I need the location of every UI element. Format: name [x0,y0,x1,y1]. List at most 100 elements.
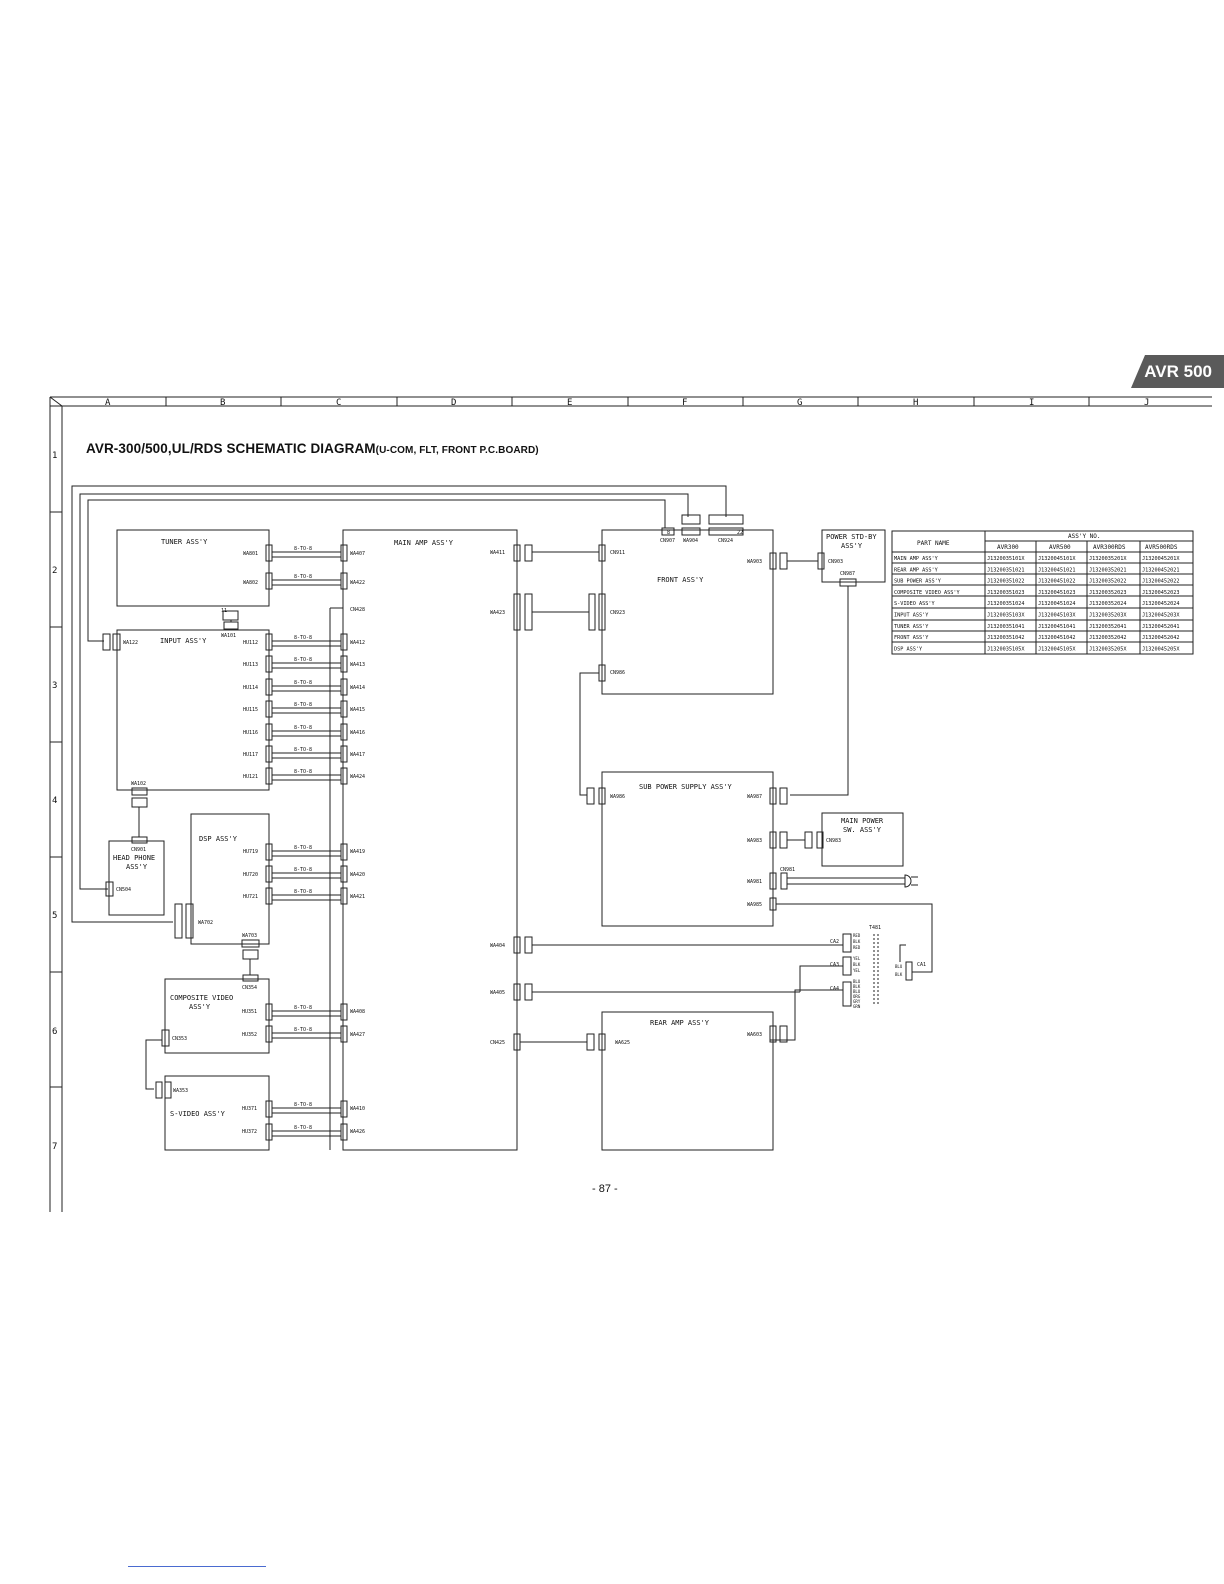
table-cell-assy-no: J1320045205X [1142,646,1180,652]
cable-label: 8-TO-8 [294,845,312,851]
main-amp-board [342,529,518,1151]
cn428-label: CN428 [350,607,365,613]
cable-label: 8-TO-8 [294,747,312,753]
cable-label: 8-TO-8 [294,657,312,663]
cable-label: 8-TO-8 [294,1005,312,1011]
table-cell-assy-no: J13200451041 [1038,624,1075,630]
parts-table: PART NAME ASS'Y NO. AVR300 AVR500 AVR300… [917,533,1178,551]
table-cell-assy-no: J13200452042 [1142,635,1179,641]
page-number: - 87 - [592,1183,618,1195]
wa903-label: WA903 [747,559,762,565]
col-g: G [797,398,802,408]
hu112-label: HU112 [243,640,258,646]
table-cell-assy-no: J1320045103X [1038,613,1076,619]
row-2: 2 [52,566,57,576]
hu352-label: HU352 [242,1032,257,1038]
table-cell-assy-no: J13200451042 [1038,635,1075,641]
wire-grn-label: GRN [853,1004,861,1009]
cn425-label: CN425 [490,1040,505,1046]
wa415-label: WA415 [350,707,365,713]
table-cell-part-name: REAR AMP ASS'Y [894,567,939,573]
cn907-label: CN907 [660,538,675,544]
table-cell-assy-no: J1320035101X [987,556,1025,562]
table-cell-assy-no: J1320045201X [1142,556,1180,562]
table-cell-assy-no: J13200352022 [1089,579,1126,585]
wa802-label: WA802 [243,580,258,586]
wa404-label: WA404 [490,943,505,949]
table-cell-assy-no: J13200451023 [1038,590,1075,596]
wire-blu3-label: BLU [895,964,903,969]
composite-video-board [164,978,270,1054]
composite-label-2: ASS'Y [189,1003,211,1011]
table-cell-assy-no: J1320045105X [1038,646,1076,652]
wa424-label: WA424 [350,774,365,780]
wire-red-label: RED [853,933,861,938]
cn504-label: CN504 [116,887,131,893]
table-cell-part-name: FRONT ASS'Y [894,635,929,641]
main-power-label-1: MAIN POWER [841,817,884,825]
col-a: A [105,398,111,408]
cable-label: 8-TO-8 [294,635,312,641]
wa981-label: WA981 [747,879,762,885]
wa986-label: WA986 [610,794,625,800]
power-standby-label-2: ASS'Y [841,542,863,550]
main-power-label-2: SW. ASS'Y [843,826,882,834]
cable-label: 8-TO-8 [294,1027,312,1033]
ca2-label: CA2 [830,939,839,945]
wa405-label: WA405 [490,990,505,996]
table-cell-assy-no: J13200451024 [1038,601,1075,607]
row-4: 4 [52,796,57,806]
headphone-label-2: ASS'Y [126,863,148,871]
tuner-board [116,529,270,607]
parts-table-frame [891,530,1194,655]
hu116-label: HU116 [243,730,258,736]
main-power-switch-board [821,812,904,867]
table-cell-part-name: TUNER ASS'Y [894,624,929,630]
wa414-label: WA414 [350,685,365,691]
hu720-label: HU720 [243,872,258,878]
table-cell-assy-no: J13200452024 [1142,601,1179,607]
wa410-label: WA410 [350,1106,365,1112]
power-standby-label-1: POWER STD-BY [826,533,877,541]
wa702-label: WA702 [198,920,213,926]
cable-label: 8-TO-8 [294,769,312,775]
col-j: J [1144,398,1149,408]
wa423-label: WA423 [490,610,505,616]
cable-label: 8-TO-8 [294,680,312,686]
table-col-avr500: AVR500 [1049,544,1071,551]
table-cell-assy-no: J13200351022 [987,579,1024,585]
cn901-label: CN901 [131,847,146,853]
wa122-label: WA122 [123,640,138,646]
hu121-label: HU121 [243,774,258,780]
table-col-avr500rds: AVR500RDS [1145,544,1178,551]
wa413-label: WA413 [350,662,365,668]
table-header-part: PART NAME [917,540,950,547]
wa427-label: WA427 [350,1032,365,1038]
wa412-label: WA412 [350,640,365,646]
table-cell-assy-no: J13200351021 [987,567,1024,573]
table-col-avr300: AVR300 [997,544,1019,551]
front-board [601,529,774,695]
cn354-label: CN354 [242,985,257,991]
cn986-label: CN986 [610,670,625,676]
wire-org-label: ORG [853,994,861,999]
table-cell-part-name: INPUT ASS'Y [894,613,929,619]
ca1-label: CA1 [917,962,926,968]
table-cell-assy-no: J1320035205X [1089,646,1127,652]
table-cell-assy-no: J13200452041 [1142,624,1179,630]
col-d: D [451,398,456,408]
sub-power-board [601,771,774,927]
main-amp-label: MAIN AMP ASS'Y [394,539,454,547]
wa411-label: WA411 [490,550,505,556]
row-6: 6 [52,1027,57,1037]
dsp-label: DSP ASS'Y [199,835,238,843]
cn911-label: CN911 [610,550,625,556]
wire-blu2-label: BLU [853,989,861,994]
table-col-avr300rds: AVR300RDS [1093,544,1126,551]
svideo-board [164,1075,270,1151]
hu117-label: HU117 [243,752,258,758]
ca4-label: CA4 [830,986,839,992]
cn903-label: CN903 [828,559,843,565]
cable-label: 8-TO-8 [294,546,312,552]
